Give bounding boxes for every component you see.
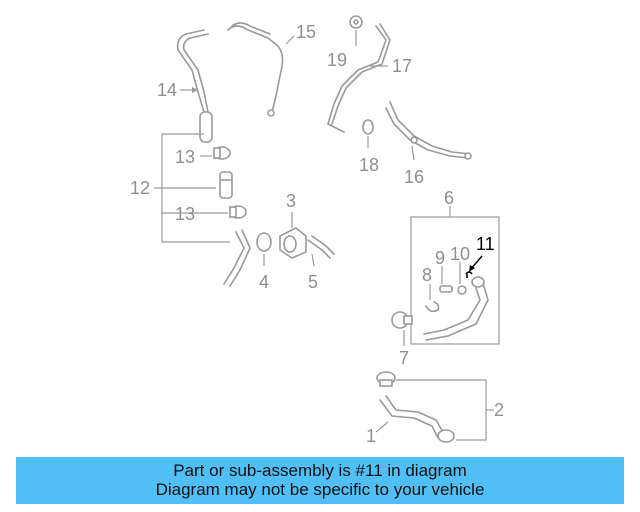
callout-2: 2 <box>494 400 504 420</box>
callout-3: 3 <box>286 191 296 211</box>
part-6-hose <box>423 276 489 341</box>
group-box-6 <box>410 216 500 345</box>
part-2-cap <box>376 371 396 387</box>
callout-8: 8 <box>422 265 432 285</box>
callout-18: 18 <box>359 155 379 175</box>
callout-17: 17 <box>392 56 412 76</box>
part-16-pipe <box>385 101 472 160</box>
part-18-oring <box>362 119 374 135</box>
leader-5 <box>311 253 315 267</box>
part-8-clamp <box>425 301 440 313</box>
callout-7: 7 <box>399 348 409 368</box>
callout-11: 11 <box>476 234 495 254</box>
callout-13a: 13 <box>175 147 195 167</box>
part-4-oring <box>256 232 272 252</box>
banner-line-1: Part or sub-assembly is #11 in diagram <box>173 461 467 480</box>
bracket-12 <box>154 133 230 243</box>
part-15-hose <box>227 22 284 117</box>
callout-4: 4 <box>259 272 269 292</box>
part-17-pipe <box>327 23 391 133</box>
callout-12: 12 <box>130 178 150 198</box>
callout-13b: 13 <box>175 204 195 224</box>
info-banner: Part or sub-assembly is #11 in diagram D… <box>16 457 624 504</box>
callout-10: 10 <box>450 244 470 264</box>
arrow-11 <box>469 265 475 272</box>
part-19-clamp <box>349 15 363 29</box>
part-9-fitting <box>439 285 453 293</box>
part-12-hose <box>223 229 251 287</box>
part-5-hose <box>307 235 335 259</box>
banner-line-2: Diagram may not be specific to your vehi… <box>155 480 485 499</box>
callout-15: 15 <box>296 22 316 42</box>
callout-19: 19 <box>327 50 347 70</box>
part-3-housing <box>279 227 307 259</box>
callout-9: 9 <box>435 248 445 268</box>
callout-6: 6 <box>444 188 454 208</box>
callout-1: 1 <box>366 426 376 446</box>
callout-5: 5 <box>308 272 318 292</box>
part-11-highlighted <box>465 271 473 278</box>
part-1-hose <box>379 395 445 439</box>
parts-diagram: 15 14 19 17 18 16 12 13 <box>130 15 504 446</box>
part-10-clamp <box>457 285 467 295</box>
part-12-fitting <box>219 171 233 199</box>
leader-1 <box>375 421 389 433</box>
callout-16: 16 <box>404 167 424 187</box>
leader-15 <box>285 35 295 45</box>
part-7-clamp <box>391 311 413 329</box>
part-13-clamp-b <box>229 205 247 219</box>
leader-16 <box>411 145 415 161</box>
arrow-14 <box>192 87 198 93</box>
part-14-pipe <box>176 29 213 143</box>
callout-14: 14 <box>157 80 177 100</box>
part-2-clamp <box>437 429 455 443</box>
part-13-clamp-a <box>213 146 231 160</box>
